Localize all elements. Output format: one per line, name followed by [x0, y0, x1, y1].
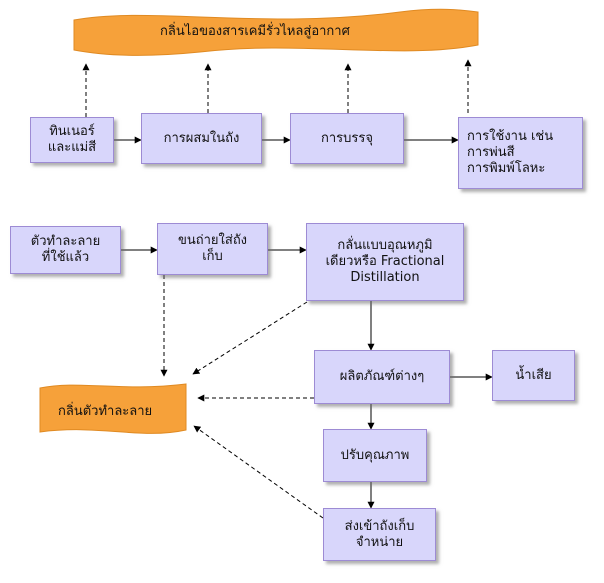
box-improve-quality: ปรับคุณภาพ: [323, 429, 427, 482]
dash-arrow-distill-solvent: [192, 301, 308, 375]
solvent-banner-shape: [39, 383, 187, 434]
box-used-solvent: ตัวทำละลาย ที่ใช้แล้ว: [10, 226, 121, 274]
box-wastewater: น้ำเสีย: [492, 350, 575, 401]
box-mixing-tank: การผสมในถัง: [141, 113, 262, 164]
dash-arrow-distribute-solvent: [193, 425, 324, 519]
box-tinner-paint: ทินเนอร์ และแม่สี: [30, 117, 114, 163]
box-usage: การใช้งาน เช่น การพ่นสี การพิมพ์โลหะ: [458, 117, 583, 189]
box-distillation: กลั่นแบบอุณหภูมิ เดียวหรือ Fractional Di…: [306, 223, 464, 301]
box-transfer-tank: ขนถ่ายใส่ถัง เก็บ: [157, 223, 268, 275]
top-banner-shape: [73, 8, 479, 56]
top-banner-label: กลิ่นไอของสารเคมีรั่วไหลสู่อากาศ: [160, 24, 350, 39]
solvent-banner-label: กลิ่นตัวทำละลาย: [58, 404, 153, 419]
box-distribute: ส่งเข้าถังเก็บ จำหน่าย: [323, 508, 436, 561]
box-filling: การบรรจุ: [290, 113, 404, 164]
box-products: ผลิตภัณฑ์ต่างๆ: [314, 350, 450, 404]
